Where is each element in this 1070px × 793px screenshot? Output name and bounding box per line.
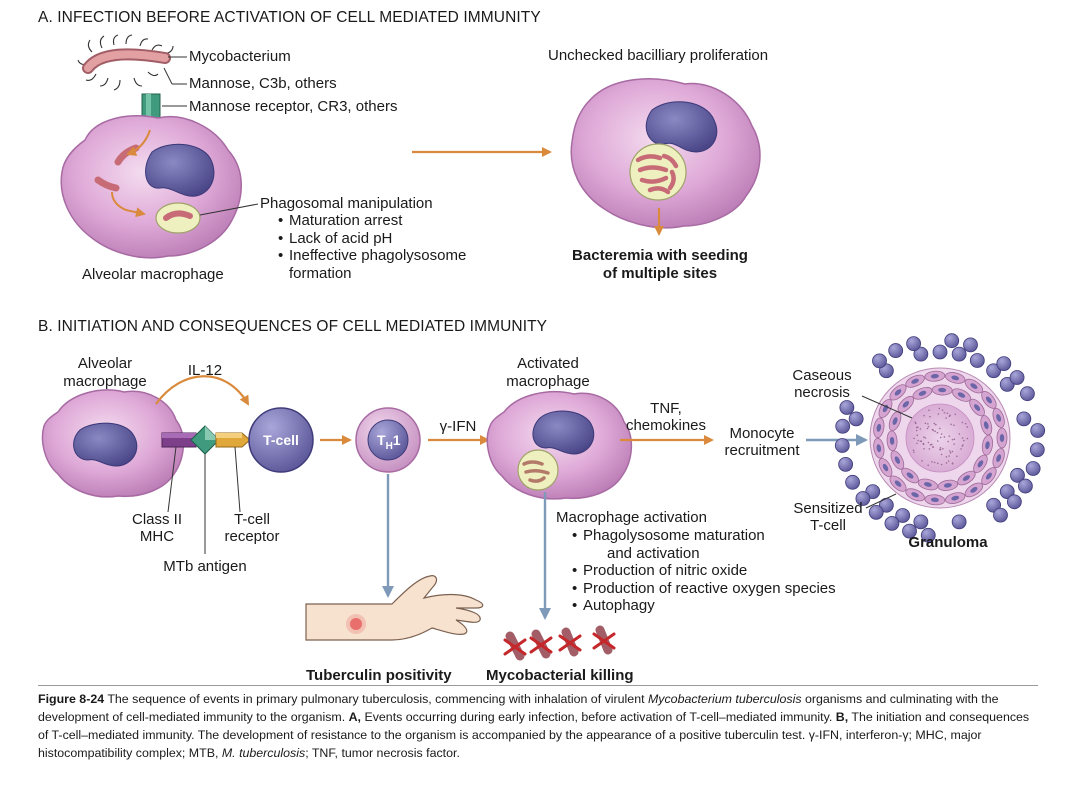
label-activated-line1: Activated xyxy=(498,355,598,373)
caption-text: Events occurring during early infection,… xyxy=(361,710,836,724)
label-t-cell: T-cell xyxy=(251,431,311,449)
label-alveolar-macrophage-a: Alveolar macrophage xyxy=(82,266,224,284)
label-caseous-line2: necrosis xyxy=(782,384,862,402)
label-bacteremia-line1: Bacteremia with seeding xyxy=(560,247,760,265)
label-mtb-antigen: MTb antigen xyxy=(150,558,260,576)
activation-list: •Phagolysosome maturation and activation… xyxy=(572,527,836,615)
phagosomal-item: •Maturation arrest xyxy=(278,212,466,230)
caption-bold: B, xyxy=(836,710,848,724)
caption-text: The sequence of events in primary pulmon… xyxy=(104,692,648,706)
label-tcr-line2: receptor xyxy=(212,528,292,546)
macrophage-a-icon xyxy=(61,116,241,258)
caption-italic: Mycobacterium tuberculosis xyxy=(648,692,802,706)
dead-bacteria-icon xyxy=(505,630,614,656)
label-tuberculin-positivity: Tuberculin positivity xyxy=(306,667,452,685)
label-sensitized-line1: Sensitized xyxy=(788,500,868,518)
label-bacteremia-line2: of multiple sites xyxy=(560,265,760,283)
label-il12: IL-12 xyxy=(175,362,235,380)
label-activated-line2: macrophage xyxy=(498,373,598,391)
label-activation-title: Macrophage activation xyxy=(556,509,707,527)
label-monocyte-line1: Monocyte xyxy=(712,425,812,443)
arm-icon xyxy=(306,576,483,640)
label-class2-line1: Class II xyxy=(122,511,192,529)
label-alveolar-b-line1: Alveolar xyxy=(55,355,155,373)
label-phagosomal-title: Phagosomal manipulation xyxy=(260,195,433,213)
caption-rule xyxy=(38,685,1038,686)
figure-caption: Figure 8-24 The sequence of events in pr… xyxy=(38,690,1038,762)
mycobacterium-icon xyxy=(78,35,173,90)
activation-item: •Production of nitric oxide xyxy=(572,562,836,580)
label-gamma-ifn: γ-IFN xyxy=(428,418,488,436)
label-mannose-c3b: Mannose, C3b, others xyxy=(189,75,337,93)
phagosomal-item: •Ineffective phagolysosome xyxy=(278,247,466,265)
caption-italic: M. tuberculosis xyxy=(222,746,305,760)
label-tnf-line2: chemokines xyxy=(616,417,716,435)
caption-bold: A, xyxy=(349,710,361,724)
caption-figure-label: Figure 8-24 xyxy=(38,692,104,706)
activation-item: •Autophagy xyxy=(572,597,836,615)
label-tcr-line1: T-cell xyxy=(212,511,292,529)
label-tnf-line1: TNF, xyxy=(616,400,716,418)
label-alveolar-b-line2: macrophage xyxy=(55,373,155,391)
phagosomal-list: •Maturation arrest •Lack of acid pH •Ine… xyxy=(278,212,466,282)
label-granuloma: Granuloma xyxy=(898,534,998,552)
activation-item: and activation xyxy=(572,545,836,563)
label-class2-line2: MHC xyxy=(122,528,192,546)
section-b-title: B. INITIATION AND CONSEQUENCES OF CELL M… xyxy=(38,318,547,336)
label-mycobacterial-killing: Mycobacterial killing xyxy=(486,667,634,685)
activation-item: •Production of reactive oxygen species xyxy=(572,580,836,598)
caption-text: ; TNF, tumor necrosis factor. xyxy=(305,746,460,760)
phagosomal-item: formation xyxy=(278,265,466,283)
section-a-title: A. INFECTION BEFORE ACTIVATION OF CELL M… xyxy=(38,9,541,27)
macrophage-activated-icon xyxy=(487,392,631,499)
label-monocyte-line2: recruitment xyxy=(712,442,812,460)
activation-item: •Phagolysosome maturation xyxy=(572,527,836,545)
phagosomal-item: •Lack of acid pH xyxy=(278,230,466,248)
label-mycobacterium: Mycobacterium xyxy=(189,48,291,66)
label-unchecked-proliferation: Unchecked bacilliary proliferation xyxy=(548,47,768,65)
macrophage-proliferating-icon xyxy=(571,79,760,228)
label-mannose-receptor: Mannose receptor, CR3, others xyxy=(189,98,397,116)
label-caseous-line1: Caseous xyxy=(782,367,862,385)
label-th1: TH1 xyxy=(377,431,401,456)
